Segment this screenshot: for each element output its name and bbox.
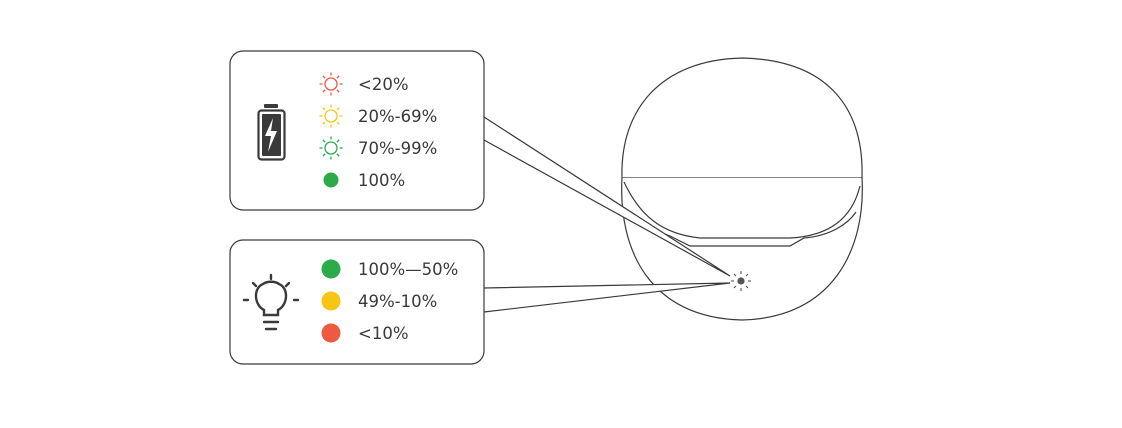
charging-status-row: 70%-99% xyxy=(319,136,437,160)
battery-level-row: <10% xyxy=(321,323,409,343)
charging-status-row: 100% xyxy=(323,171,405,190)
blinking-light-icon xyxy=(319,104,343,128)
solid-light-icon xyxy=(321,323,341,343)
battery-charging-icon xyxy=(257,104,286,161)
blinking-light-icon xyxy=(319,72,343,96)
battery-level-label: 49%-10% xyxy=(358,292,437,311)
battery-level-label: <10% xyxy=(358,324,409,343)
battery-level-panel: 100%—50% 49%-10% <10% xyxy=(229,239,485,365)
indicator-light-icon xyxy=(731,271,751,291)
blinking-light-icon xyxy=(319,136,343,160)
solid-light-icon xyxy=(323,172,339,188)
battery-level-row: 100%—50% xyxy=(321,259,458,279)
callout-leaders xyxy=(483,116,731,313)
charging-status-label: 70%-99% xyxy=(358,139,437,158)
battery-level-row: 49%-10% xyxy=(321,291,437,311)
solid-light-icon xyxy=(321,291,341,311)
charging-status-label: 100% xyxy=(358,171,405,190)
battery-level-label: 100%—50% xyxy=(358,260,458,279)
charging-status-row: <20% xyxy=(319,72,409,96)
light-bulb-icon xyxy=(242,273,300,331)
charging-status-row: 20%-69% xyxy=(319,104,437,128)
charging-status-label: <20% xyxy=(358,75,409,94)
solid-light-icon xyxy=(321,259,341,279)
charging-status-panel: <20% 20%-69% 70%-99% 100% xyxy=(229,50,485,211)
charging-status-label: 20%-69% xyxy=(358,107,437,126)
